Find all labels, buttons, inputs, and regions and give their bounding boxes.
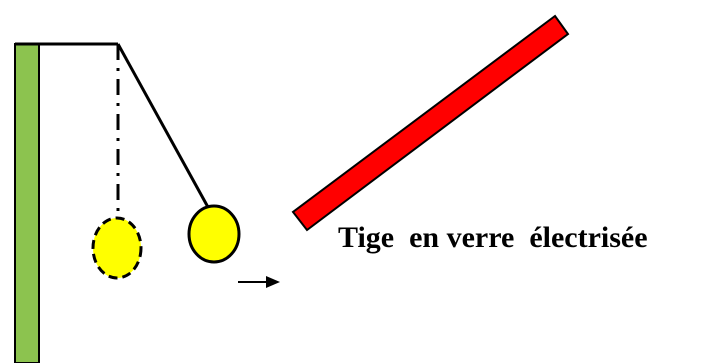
deflected-thread xyxy=(116,43,211,210)
support-stand xyxy=(14,43,40,363)
glass-rod xyxy=(291,14,570,232)
ball-deflected xyxy=(187,204,241,264)
motion-arrow-icon xyxy=(266,276,280,288)
glass-rod-label: Tige en verre électrisée xyxy=(338,221,648,254)
ball-rest-position xyxy=(91,216,143,280)
